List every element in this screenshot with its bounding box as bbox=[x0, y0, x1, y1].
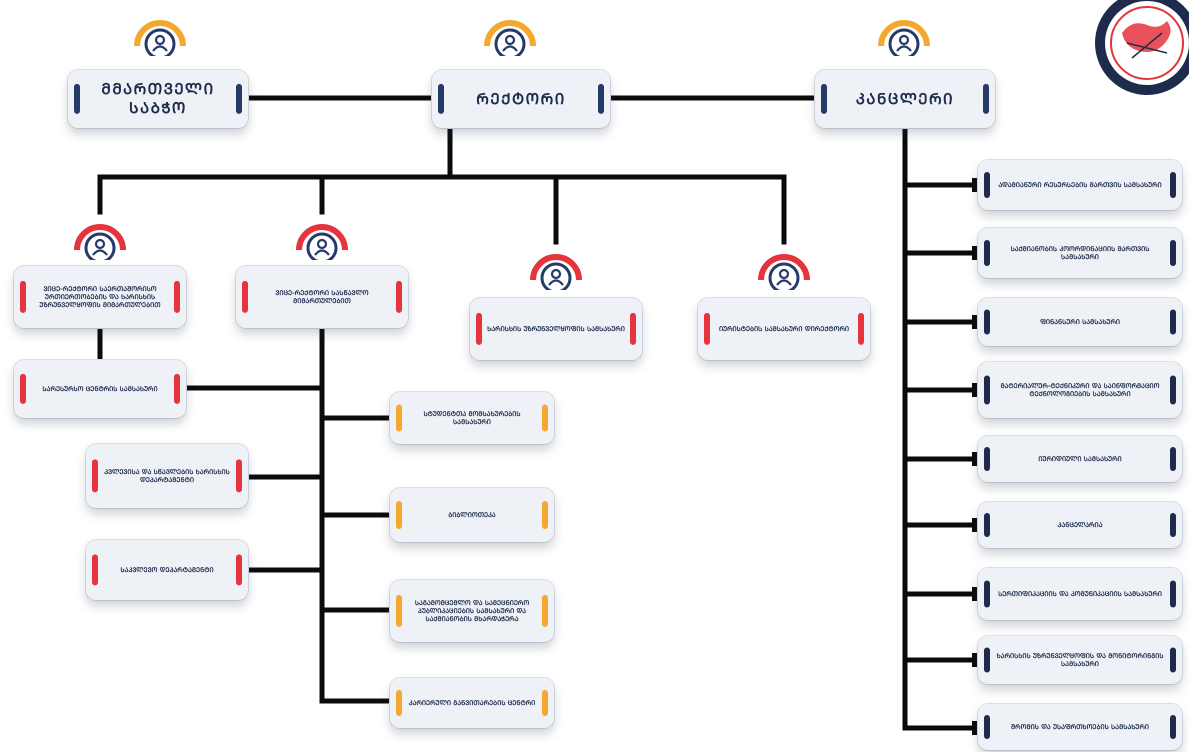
center-unit-box[interactable]: ᲡᲐᲒᲐᲛᲝᲛᲪᲔᲛᲚᲝ ᲓᲐ ᲡᲐᲛᲔᲪᲜᲘᲔᲠᲝ ᲞᲣᲑᲚᲘᲙᲐᲪᲘᲔᲑᲘᲡ… bbox=[390, 580, 554, 642]
board-box[interactable]: ᲛᲛᲐᲠᲗᲕᲔᲚᲘ ᲡᲐᲑᲭᲝ bbox=[68, 70, 248, 128]
right-unit-box[interactable]: ᲨᲠᲝᲛᲘᲡ ᲓᲐ ᲣᲡᲐᲤᲠᲗᲮᲝᲔᲑᲘᲡ ᲡᲐᲛᲡᲐᲮᲣᲠᲘ bbox=[978, 704, 1182, 750]
person-icon bbox=[873, 10, 935, 56]
right-unit-label: ᲨᲠᲝᲛᲘᲡ ᲓᲐ ᲣᲡᲐᲤᲠᲗᲮᲝᲔᲑᲘᲡ ᲡᲐᲛᲡᲐᲮᲣᲠᲘ bbox=[1011, 722, 1149, 731]
center-unit-label: ᲡᲐᲒᲐᲛᲝᲛᲪᲔᲛᲚᲝ ᲓᲐ ᲡᲐᲛᲔᲪᲜᲘᲔᲠᲝ ᲞᲣᲑᲚᲘᲙᲐᲪᲘᲔᲑᲘᲡ… bbox=[414, 598, 530, 624]
right-unit-label: ᲛᲐᲢᲔᲠᲘᲐᲚᲣᲠ-ᲢᲔᲥᲜᲘᲙᲣᲠᲘ ᲓᲐ ᲡᲐᲘᲜᲤᲝᲠᲛᲐᲪᲘᲝ ᲢᲔᲥ… bbox=[1000, 381, 1160, 398]
center-unit-label: ᲑᲘᲑᲚᲘᲝᲗᲔᲙᲐ bbox=[448, 510, 496, 519]
person-icon bbox=[753, 244, 815, 290]
left-unit-label: ᲡᲐᲠᲔᲡᲣᲠᲡᲝ ᲪᲔᲜᲢᲠᲘᲡ ᲡᲐᲛᲡᲐᲮᲣᲠᲘ bbox=[42, 384, 158, 393]
right-unit-box[interactable]: ᲙᲐᲜᲪᲔᲚᲐᲠᲘᲐ bbox=[978, 502, 1182, 548]
person-icon bbox=[291, 214, 353, 260]
person-icon bbox=[129, 10, 191, 56]
center-unit-label: ᲙᲐᲠᲘᲔᲠᲣᲚᲘ ᲒᲐᲜᲕᲘᲗᲐᲠᲔᲑᲘᲡ ᲪᲔᲜᲢᲠᲘ bbox=[408, 698, 536, 707]
right-unit-label: ᲙᲐᲜᲪᲔᲚᲐᲠᲘᲐ bbox=[1057, 520, 1103, 529]
right-unit-label: ᲡᲐᲥᲛᲘᲐᲜᲝᲑᲘᲡ ᲙᲝᲝᲠᲓᲘᲜᲐᲪᲘᲘᲡ ᲛᲐᲠᲗᲕᲘᲡ ᲡᲐᲛᲡᲐᲮᲣ… bbox=[1010, 244, 1150, 261]
rector-label: ᲠᲔᲥᲢᲝᲠᲘ bbox=[476, 89, 566, 108]
center-unit-box[interactable]: ᲙᲐᲠᲘᲔᲠᲣᲚᲘ ᲒᲐᲜᲕᲘᲗᲐᲠᲔᲑᲘᲡ ᲪᲔᲜᲢᲠᲘ bbox=[390, 678, 554, 728]
person-icon bbox=[69, 214, 131, 260]
right-unit-box[interactable]: ᲡᲔᲠᲗᲘᲤᲘᲙᲐᲪᲘᲘᲡ ᲓᲐ ᲙᲝᲛᲣᲜᲘᲙᲐᲪᲘᲘᲡ ᲡᲐᲛᲡᲐᲮᲣᲠᲘ bbox=[978, 568, 1182, 620]
left-unit-label: ᲙᲕᲚᲔᲕᲘᲡᲐ ᲓᲐ ᲡᲬᲐᲕᲚᲔᲑᲘᲡ ᲮᲐᲠᲘᲡᲮᲘᲡ ᲓᲔᲞᲐᲠᲢᲐᲛᲔ… bbox=[104, 467, 230, 484]
center-unit-label: ᲡᲢᲣᲓᲔᲜᲢᲗᲐ ᲛᲝᲛᲡᲐᲮᲣᲠᲔᲑᲘᲡ ᲡᲐᲛᲡᲐᲮᲣᲠᲘ bbox=[423, 409, 521, 426]
right-unit-box[interactable]: ᲘᲣᲠᲘᲓᲘᲣᲚᲘ ᲡᲐᲛᲡᲐᲮᲣᲠᲘ bbox=[978, 436, 1182, 482]
right-unit-label: ᲤᲘᲜᲐᲜᲡᲣᲠᲘ ᲡᲐᲛᲡᲐᲮᲣᲠᲘ bbox=[1039, 317, 1121, 326]
right-unit-label: ᲮᲐᲠᲘᲡᲮᲘᲡ ᲣᲖᲠᲣᲜᲕᲔᲚᲧᲝᲤᲘᲡ ᲓᲐ ᲛᲝᲜᲘᲢᲝᲠᲘᲜᲒᲘᲡ Ს… bbox=[996, 651, 1164, 668]
person-icon bbox=[479, 10, 541, 56]
right-unit-box[interactable]: ᲡᲐᲥᲛᲘᲐᲜᲝᲑᲘᲡ ᲙᲝᲝᲠᲓᲘᲜᲐᲪᲘᲘᲡ ᲛᲐᲠᲗᲕᲘᲡ ᲡᲐᲛᲡᲐᲮᲣ… bbox=[978, 228, 1182, 278]
vice-rector-box[interactable]: ᲕᲘᲪᲔ-ᲠᲔᲥᲢᲝᲠᲘ ᲡᲐᲡᲬᲐᲕᲚᲝ ᲛᲘᲛᲐᲠᲗᲣᲚᲔᲑᲘᲗ bbox=[236, 266, 408, 328]
quality-assurance-box[interactable]: ᲮᲐᲠᲘᲡᲮᲘᲡ ᲣᲖᲠᲣᲜᲕᲔᲚᲧᲝᲤᲘᲡ ᲡᲐᲛᲡᲐᲮᲣᲠᲘ bbox=[470, 298, 642, 360]
left-unit-box[interactable]: ᲡᲐᲠᲔᲡᲣᲠᲡᲝ ᲪᲔᲜᲢᲠᲘᲡ ᲡᲐᲛᲡᲐᲮᲣᲠᲘ bbox=[14, 360, 186, 418]
center-unit-box[interactable]: ᲡᲢᲣᲓᲔᲜᲢᲗᲐ ᲛᲝᲛᲡᲐᲮᲣᲠᲔᲑᲘᲡ ᲡᲐᲛᲡᲐᲮᲣᲠᲘ bbox=[390, 392, 554, 444]
right-unit-label: ᲐᲓᲐᲛᲘᲐᲜᲣᲠᲘ ᲠᲔᲡᲣᲠᲡᲔᲑᲘᲡ ᲛᲐᲠᲗᲕᲘᲡ ᲡᲐᲛᲡᲐᲮᲣᲠᲘ bbox=[998, 180, 1162, 189]
left-unit-label: ᲡᲐᲙᲕᲚᲔᲕᲝ ᲓᲔᲞᲐᲠᲢᲐᲛᲔᲜᲢᲘ bbox=[120, 565, 214, 574]
right-unit-box[interactable]: ᲛᲐᲢᲔᲠᲘᲐᲚᲣᲠ-ᲢᲔᲥᲜᲘᲙᲣᲠᲘ ᲓᲐ ᲡᲐᲘᲜᲤᲝᲠᲛᲐᲪᲘᲝ ᲢᲔᲥ… bbox=[978, 362, 1182, 418]
vice-rector-label: ᲕᲘᲪᲔ-ᲠᲔᲥᲢᲝᲠᲘ ᲡᲐᲔᲠᲗᲐᲨᲝᲠᲘᲡᲝ ᲣᲠᲗᲘᲔᲠᲗᲝᲑᲔᲑᲘᲡ … bbox=[39, 284, 161, 310]
quality-assurance-label: ᲮᲐᲠᲘᲡᲮᲘᲡ ᲣᲖᲠᲣᲜᲕᲔᲚᲧᲝᲤᲘᲡ ᲡᲐᲛᲡᲐᲮᲣᲠᲘ bbox=[487, 324, 625, 333]
vice-rector-label: ᲕᲘᲪᲔ-ᲠᲔᲥᲢᲝᲠᲘ ᲡᲐᲡᲬᲐᲕᲚᲝ ᲛᲘᲛᲐᲠᲗᲣᲚᲔᲑᲘᲗ bbox=[275, 288, 369, 305]
right-unit-label: ᲘᲣᲠᲘᲓᲘᲣᲚᲘ ᲡᲐᲛᲡᲐᲮᲣᲠᲘ bbox=[1038, 454, 1122, 463]
right-unit-box[interactable]: ᲮᲐᲠᲘᲡᲮᲘᲡ ᲣᲖᲠᲣᲜᲕᲔᲚᲧᲝᲤᲘᲡ ᲓᲐ ᲛᲝᲜᲘᲢᲝᲠᲘᲜᲒᲘᲡ Ს… bbox=[978, 636, 1182, 684]
right-unit-box[interactable]: ᲤᲘᲜᲐᲜᲡᲣᲠᲘ ᲡᲐᲛᲡᲐᲮᲣᲠᲘ bbox=[978, 298, 1182, 346]
right-unit-box[interactable]: ᲐᲓᲐᲛᲘᲐᲜᲣᲠᲘ ᲠᲔᲡᲣᲠᲡᲔᲑᲘᲡ ᲛᲐᲠᲗᲕᲘᲡ ᲡᲐᲛᲡᲐᲮᲣᲠᲘ bbox=[978, 160, 1182, 210]
person-icon bbox=[525, 244, 587, 290]
board-label: ᲛᲛᲐᲠᲗᲕᲔᲚᲘ ᲡᲐᲑᲭᲝ bbox=[101, 80, 215, 117]
university-logo bbox=[1092, 0, 1189, 98]
chancellor-box[interactable]: ᲙᲐᲜᲪᲚᲔᲠᲘ bbox=[815, 70, 995, 128]
right-unit-label: ᲡᲔᲠᲗᲘᲤᲘᲙᲐᲪᲘᲘᲡ ᲓᲐ ᲙᲝᲛᲣᲜᲘᲙᲐᲪᲘᲘᲡ ᲡᲐᲛᲡᲐᲮᲣᲠᲘ bbox=[998, 589, 1162, 598]
legal-director-box[interactable]: ᲘᲣᲠᲘᲡᲢᲔᲑᲘᲡ ᲡᲐᲛᲡᲐᲮᲣᲠᲘ ᲓᲘᲠᲔᲥᲢᲝᲠᲘ bbox=[698, 298, 870, 360]
vice-rector-box[interactable]: ᲕᲘᲪᲔ-ᲠᲔᲥᲢᲝᲠᲘ ᲡᲐᲔᲠᲗᲐᲨᲝᲠᲘᲡᲝ ᲣᲠᲗᲘᲔᲠᲗᲝᲑᲔᲑᲘᲡ … bbox=[14, 266, 186, 328]
chancellor-label: ᲙᲐᲜᲪᲚᲔᲠᲘ bbox=[855, 89, 955, 108]
center-unit-box[interactable]: ᲑᲘᲑᲚᲘᲝᲗᲔᲙᲐ bbox=[390, 488, 554, 542]
rector-box[interactable]: ᲠᲔᲥᲢᲝᲠᲘ bbox=[432, 70, 610, 128]
left-unit-box[interactable]: ᲡᲐᲙᲕᲚᲔᲕᲝ ᲓᲔᲞᲐᲠᲢᲐᲛᲔᲜᲢᲘ bbox=[86, 540, 248, 600]
legal-director-label: ᲘᲣᲠᲘᲡᲢᲔᲑᲘᲡ ᲡᲐᲛᲡᲐᲮᲣᲠᲘ ᲓᲘᲠᲔᲥᲢᲝᲠᲘ bbox=[718, 324, 850, 333]
left-unit-box[interactable]: ᲙᲕᲚᲔᲕᲘᲡᲐ ᲓᲐ ᲡᲬᲐᲕᲚᲔᲑᲘᲡ ᲮᲐᲠᲘᲡᲮᲘᲡ ᲓᲔᲞᲐᲠᲢᲐᲛᲔ… bbox=[86, 444, 248, 508]
